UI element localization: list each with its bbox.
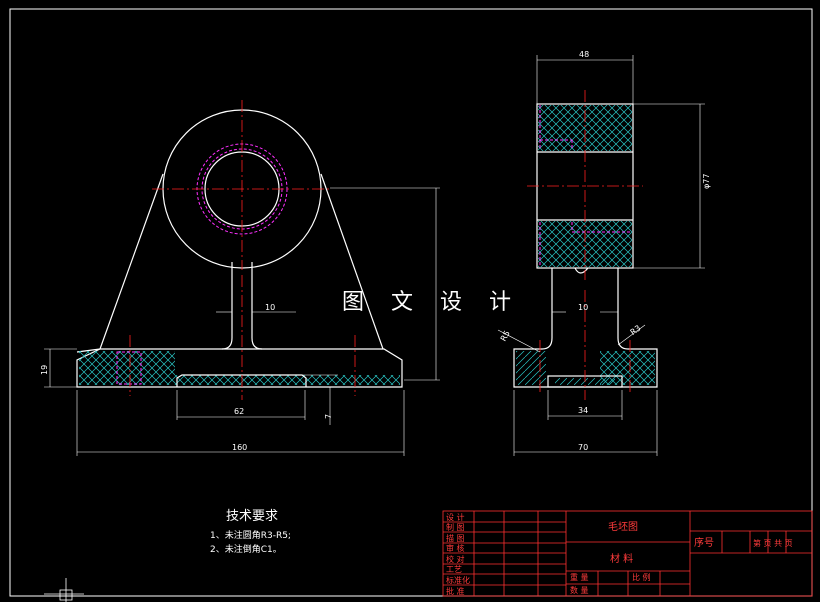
title-block-labels: 设 计 制 图 描 图 审 核 校 对 工艺 标准化 批 准 毛坯图 材 料 序… [446, 512, 793, 596]
tb-seq-no: 序号 [694, 536, 714, 549]
tb-label-5: 工艺 [446, 565, 462, 574]
tb-label-7: 批 准 [446, 586, 465, 596]
tb-qty: 数 量 [570, 585, 589, 595]
title-block [442, 510, 813, 597]
tech-requirements: 技术要求 1、未注圆角R3-R5; 2、未注倒角C1。 [210, 509, 291, 555]
tb-label-0: 设 计 [446, 512, 465, 522]
tb-label-4: 校 对 [446, 554, 465, 564]
tb-label-3: 审 核 [446, 543, 465, 553]
dim-side-top: 48 [579, 50, 589, 59]
side-dimensions [497, 55, 705, 456]
dim-side-total: 70 [578, 443, 588, 452]
side-centerlines [527, 90, 643, 400]
dim-side-slot: 34 [578, 406, 588, 415]
tb-material: 材 料 [610, 552, 633, 565]
dim-front-hole: 10 [265, 303, 275, 312]
watermark-text: 图 文 设 计 [342, 290, 521, 315]
dim-side-fillet-right: R3 [629, 323, 643, 336]
ucs-icon [44, 578, 84, 602]
tb-scale: 比 例 [632, 572, 651, 582]
front-dimensions [44, 187, 440, 456]
dim-side-diameter: φ77 [702, 174, 711, 189]
dim-side-stem: 10 [578, 303, 588, 312]
side-section [516, 105, 655, 388]
tech-item-2: 2、未注倒角C1。 [210, 543, 282, 555]
tech-title: 技术要求 [226, 509, 278, 524]
front-centerlines [129, 100, 356, 400]
tb-sheets: 第 页 共 页 [753, 538, 793, 548]
dim-front-slot-depth: 7 [324, 414, 333, 419]
tb-label-1: 制 图 [446, 522, 465, 532]
tb-blank-material: 毛坯图 [608, 521, 638, 533]
tb-label-2: 描 图 [446, 533, 465, 543]
dim-front-total: 160 [232, 443, 247, 452]
front-base-section [79, 351, 400, 387]
tech-item-1: 1、未注圆角R3-R5; [210, 529, 291, 541]
dim-front-slot: 62 [234, 407, 244, 416]
front-view [76, 109, 403, 388]
tb-label-6: 标准化 [446, 575, 470, 585]
drawing-border [9, 8, 813, 597]
dim-front-base-height: 19 [40, 365, 49, 375]
tb-weight: 重 量 [570, 572, 589, 582]
